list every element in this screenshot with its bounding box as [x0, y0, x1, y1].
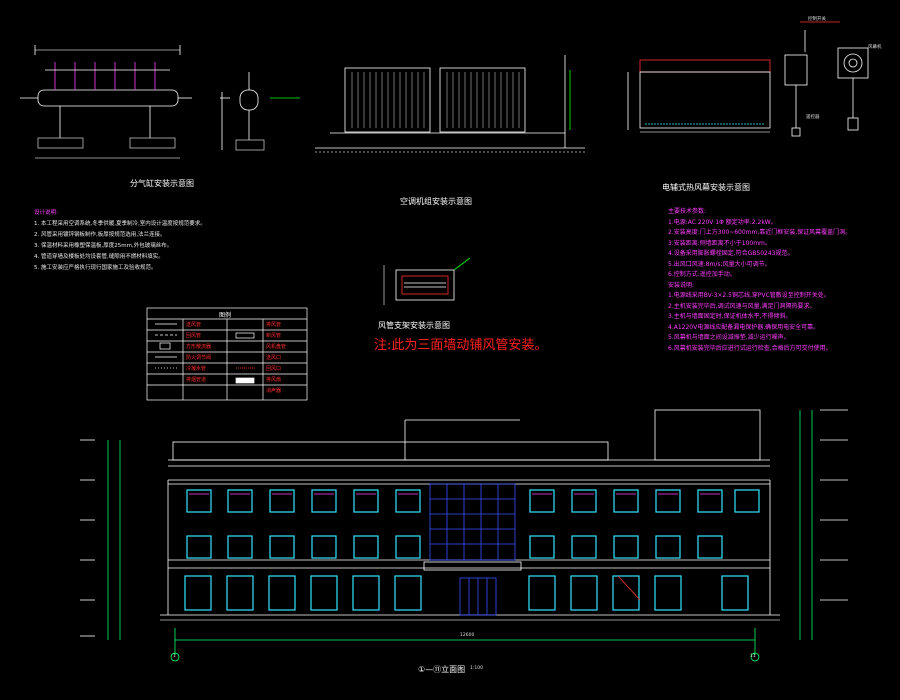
curtain-note-line: 2.主机安装完毕后,调试风速与风量,满足门洞隔热要求。 — [668, 302, 816, 310]
design-notes: 设计说明: 1. 本工程采用空调系统,冬季供暖,夏季制冷,室内设计温度按规范要求。… — [34, 208, 206, 274]
legend-left-label: 方形散流器 — [186, 344, 212, 350]
curtain-note-line: 6.风幕机安装完毕后应进行试运行检查,合格后方可交付使用。 — [668, 344, 832, 352]
curtain-note-line: 6.控制方式:遥控加手动。 — [668, 271, 736, 278]
curtain-note-line: 3.主机与墙面固定时,保证机体水平,不得倾斜。 — [668, 313, 792, 320]
elevation-title: ①—⑪立面图 — [418, 665, 466, 674]
building-elevation — [80, 409, 848, 662]
legend-left-label: 回风管 — [186, 333, 202, 339]
legend-left-label: 防火调节阀 — [186, 355, 212, 361]
curtain-note-line: 2.安装高度:门上方300~600mm,靠近门框安装,保证风幕覆盖门洞。 — [668, 229, 852, 236]
legend-right-label: 风机盘管 — [266, 344, 287, 350]
design-note-line: 设计说明: — [34, 210, 58, 216]
flange-title: 风管支架安装示意图 — [378, 321, 450, 330]
heater-title: 电辅式热风幕安装示意图 — [662, 183, 750, 192]
legend-left-label: 送风管 — [186, 322, 202, 328]
axis-left-label: 1 — [173, 654, 176, 659]
curtain-note-line: 1.电源线采用BV-3×2.5铜芯线,穿PVC管敷设至控制开关处。 — [668, 292, 830, 299]
legend-left-label: 排烟管道 — [186, 377, 207, 383]
curtain-note-line: 3.安装距离:侧墙距离不小于100mm。 — [668, 239, 771, 247]
curtain-note-line: 5.出风口风速:8m/s;风量大小可调节。 — [668, 260, 771, 268]
legend-table — [146, 307, 308, 401]
curtain-note-line: 1.电源:AC 220V 1Φ 额定功率:2.2kW。 — [668, 218, 777, 226]
axis-right-label: 11 — [750, 654, 756, 659]
red-note: 注:此为三面墙动铺风管安装。 — [374, 338, 548, 353]
curtain-note-line: 5.风幕机与墙面之间设减振垫,减少运行噪声。 — [668, 334, 790, 341]
legend-right-label: 排风扇 — [266, 377, 282, 383]
curtain-note-line: 安装说明: — [668, 281, 695, 289]
curtain-note-line: 主要技术参数: — [668, 208, 707, 215]
legend-right-label: 新风管 — [266, 333, 282, 339]
curtain-notes: 主要技术参数: 1.电源:AC 220V 1Φ 额定功率:2.2kW。 2.安装高度… — [668, 207, 851, 354]
fan-tag: 风幕机 — [868, 45, 882, 50]
curtain-note-line: 4.A1220V电源线应配备漏电保护器,确保用电安全可靠。 — [668, 323, 820, 331]
manifold-title: 分气缸安装示意图 — [130, 179, 194, 188]
design-note-line: 2. 风管采用镀锌钢板制作,板厚按规范选用,法兰连接。 — [34, 232, 166, 238]
legend-right-label: 送风口 — [266, 355, 282, 361]
curtain-note-line: 4.设备采用膨胀螺栓固定,符合GB50243规范。 — [668, 250, 794, 257]
unit-title: 空调机组安装示意图 — [400, 197, 472, 206]
legend-right-label: 回风口 — [266, 366, 282, 372]
legend-left-label: 冷凝水管 — [186, 366, 207, 372]
design-note-line: 3. 保温材料采用橡塑保温板,厚度25mm,外包玻璃丝布。 — [34, 243, 173, 249]
legend-right-label: 排风管 — [266, 322, 282, 328]
air-curtain-detail — [627, 21, 869, 137]
cabinet-tag: 控制开关 — [808, 17, 826, 22]
overall-dimension: 12600 — [460, 633, 475, 638]
manifold-detail — [20, 45, 300, 159]
elevation-scale: 1:100 — [470, 666, 483, 671]
remote-tag: 遥控器 — [806, 115, 820, 120]
design-note-line: 4. 管道穿墙及楼板处均设套管,缝隙用不燃材料填实。 — [34, 254, 164, 260]
design-note-line: 1. 本工程采用空调系统,冬季供暖,夏季制冷,室内设计温度按规范要求。 — [34, 221, 206, 227]
design-note-line: 5. 施工安装应严格执行现行国家施工及验收规范。 — [34, 265, 157, 271]
unit-detail — [315, 55, 585, 153]
flange-detail — [383, 257, 471, 305]
legend-right-label: 消声器 — [266, 388, 282, 394]
legend-title: 图例 — [219, 312, 232, 319]
